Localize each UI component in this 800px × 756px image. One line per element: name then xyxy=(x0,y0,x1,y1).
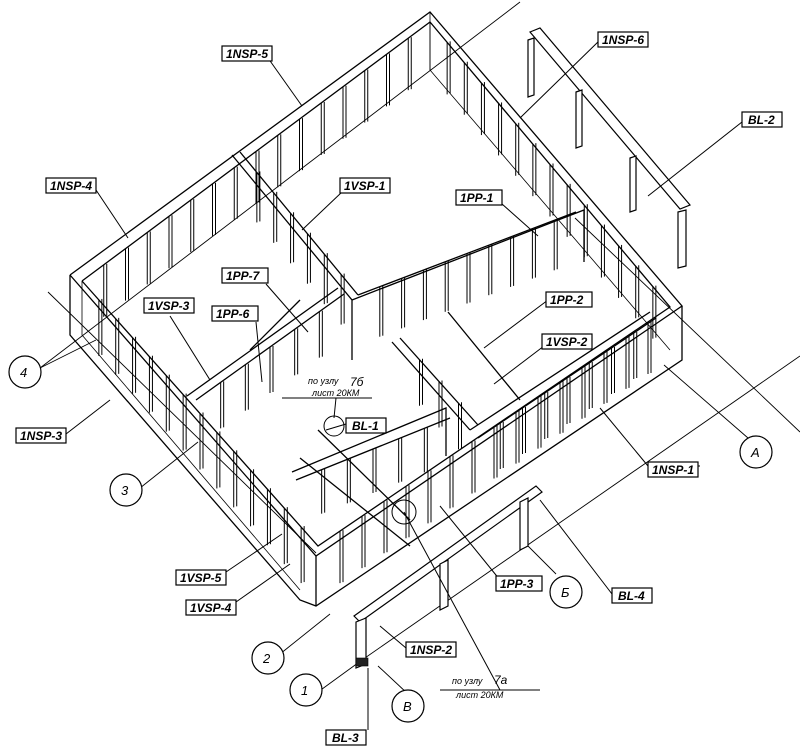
node-callout-7b: по узлу 7б лист 20КМ xyxy=(282,375,372,437)
portal-beam-bl4 xyxy=(353,485,543,669)
label-1nsp-5: 1NSP-5 xyxy=(221,45,303,107)
svg-text:1PP-2: 1PP-2 xyxy=(550,293,584,307)
label-1nsp-3: 1NSP-3 xyxy=(15,399,111,444)
label-bl-2: BL-2 xyxy=(647,111,783,197)
svg-text:1NSP-1: 1NSP-1 xyxy=(652,463,694,477)
svg-text:1NSP-4: 1NSP-4 xyxy=(50,179,92,193)
label-1vsp-1: 1VSP-1 xyxy=(301,177,391,231)
svg-text:1VSP-2: 1VSP-2 xyxy=(546,335,588,349)
label-1pp-3: 1PP-3 xyxy=(439,505,543,592)
svg-text:1PP-7: 1PP-7 xyxy=(226,269,261,283)
label-bl-1: BL-1 xyxy=(325,417,387,434)
axis-bubble-V: В xyxy=(391,689,425,723)
label-1pp-6: 1PP-6 xyxy=(211,305,263,383)
svg-text:по узлу: по узлу xyxy=(452,676,483,686)
axis-bubble-A: А xyxy=(739,435,773,469)
grid-axis-lines xyxy=(39,1,800,695)
svg-text:4: 4 xyxy=(20,365,27,380)
svg-text:BL-1: BL-1 xyxy=(352,419,379,433)
label-1pp-2: 1PP-2 xyxy=(483,291,593,349)
label-1nsp-4: 1NSP-4 xyxy=(45,177,129,239)
svg-text:В: В xyxy=(403,699,412,714)
svg-text:1NSP-6: 1NSP-6 xyxy=(602,33,644,47)
label-1nsp-6: 1NSP-6 xyxy=(519,31,649,119)
svg-text:7б: 7б xyxy=(350,375,365,389)
svg-text:3: 3 xyxy=(121,483,129,498)
label-bl-4: BL-4 xyxy=(539,499,653,604)
svg-text:BL-2: BL-2 xyxy=(748,113,775,127)
svg-text:1VSP-3: 1VSP-3 xyxy=(148,299,190,313)
label-1nsp-2: 1NSP-2 xyxy=(379,625,457,658)
label-1vsp-2: 1VSP-2 xyxy=(493,333,593,385)
axis-bubble-3: 3 xyxy=(109,473,143,507)
axis-bubble-1: 1 xyxy=(289,673,323,707)
label-1vsp-3: 1VSP-3 xyxy=(143,297,211,381)
svg-text:1PP-1: 1PP-1 xyxy=(460,191,494,205)
svg-text:по узлу: по узлу xyxy=(308,376,339,386)
label-1nsp-1: 1NSP-1 xyxy=(599,407,700,478)
label-1vsp-4: 1VSP-4 xyxy=(185,563,291,616)
svg-text:1: 1 xyxy=(301,683,308,698)
svg-text:2: 2 xyxy=(262,651,271,666)
node-callout-7a: по узлу 7а лист 20КМ xyxy=(391,499,540,700)
svg-text:1VSP-1: 1VSP-1 xyxy=(344,179,386,193)
svg-text:BL-4: BL-4 xyxy=(618,589,645,603)
label-1vsp-5: 1VSP-5 xyxy=(175,533,283,586)
axis-bubble-2: 2 xyxy=(251,641,285,675)
wall-studs xyxy=(98,37,657,584)
svg-text:лист 20КМ: лист 20КМ xyxy=(455,690,504,700)
svg-text:1NSP-5: 1NSP-5 xyxy=(226,47,268,61)
label-1pp-1: 1PP-1 xyxy=(455,189,539,237)
svg-text:1VSP-5: 1VSP-5 xyxy=(180,571,222,585)
svg-text:лист 20КМ: лист 20КМ xyxy=(311,388,360,398)
svg-text:BL-3: BL-3 xyxy=(332,731,359,745)
svg-text:А: А xyxy=(750,445,760,460)
axis-bubble-B: Б xyxy=(549,575,583,609)
label-1pp-7: 1PP-7 xyxy=(221,267,309,333)
svg-text:7а: 7а xyxy=(494,673,508,687)
svg-text:1NSP-3: 1NSP-3 xyxy=(20,429,62,443)
svg-text:1PP-6: 1PP-6 xyxy=(216,307,250,321)
axis-bubble-4: 4 xyxy=(8,355,42,389)
svg-text:1VSP-4: 1VSP-4 xyxy=(190,601,232,615)
svg-text:1PP-3: 1PP-3 xyxy=(500,577,534,591)
label-bl-3: BL-3 xyxy=(325,668,369,746)
svg-text:Б: Б xyxy=(561,585,570,600)
svg-text:1NSP-2: 1NSP-2 xyxy=(410,643,452,657)
portal-beam-bl2 xyxy=(527,27,691,269)
wall-frame xyxy=(69,11,683,607)
